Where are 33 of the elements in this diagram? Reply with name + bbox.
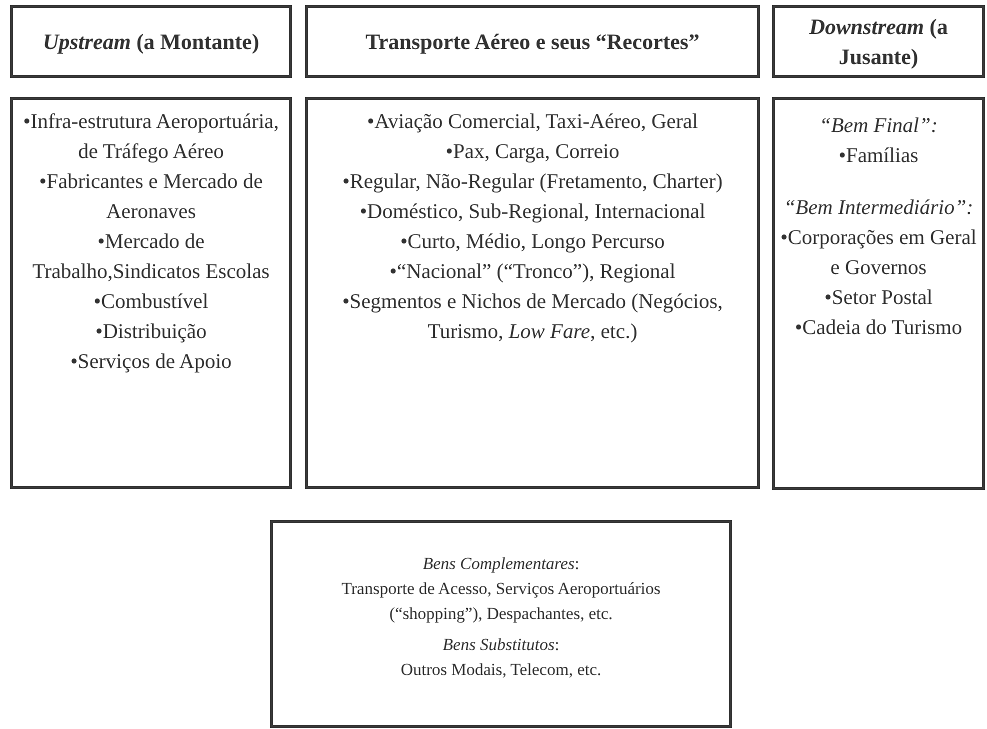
header-text: Downstream (a Jusante) bbox=[808, 12, 949, 71]
content-box bbox=[10, 97, 292, 489]
list-item: •Regular, Não-Regular (Fretamento, Charter) bbox=[342, 168, 723, 195]
list-item: •Segmentos e Nichos de Mercado (Negócios, Turismo, Low Fare, etc.) bbox=[341, 288, 724, 345]
list-item: Outros Modais, Telecom, etc. bbox=[400, 659, 602, 681]
header-box bbox=[305, 5, 760, 78]
content-box bbox=[772, 97, 985, 490]
list-item: •Serviços de Apoio bbox=[70, 348, 232, 375]
list-item: •Distribuição bbox=[95, 318, 207, 345]
list-item: Bens Complementares: bbox=[422, 553, 580, 575]
header-box bbox=[10, 5, 292, 78]
list-item: •Doméstico, Sub-Regional, Internacional bbox=[360, 198, 706, 225]
list-item: •Aviação Comercial, Taxi-Aéreo, Geral bbox=[366, 108, 698, 135]
list-item: Transporte de Acesso, Serviços Aeroportuários (“shopping”), Despachantes, etc. bbox=[340, 578, 662, 625]
list-item: •Setor Postal bbox=[824, 284, 933, 311]
list-item: •Fabricantes e Mercado de Aeronaves bbox=[38, 168, 264, 225]
list-item: •Infra-estrutura Aeroportuária, de Tráfego Aéreo bbox=[22, 108, 280, 165]
list-item: •Curto, Médio, Longo Percurso bbox=[400, 228, 665, 255]
list-item: •Cadeia do Turismo bbox=[794, 314, 962, 341]
header-text: Upstream (a Montante) bbox=[42, 28, 260, 56]
list-item: “Bem Final”: bbox=[819, 112, 938, 139]
list-item: Bens Substitutos: bbox=[442, 634, 560, 656]
content-box bbox=[305, 97, 760, 489]
content-box bbox=[270, 520, 732, 728]
list-item: “Bem Intermediário”: bbox=[784, 194, 974, 221]
list-item: •“Nacional” (“Tronco”), Regional bbox=[390, 258, 676, 285]
list-item: •Famílias bbox=[838, 142, 918, 169]
list-item: •Pax, Carga, Correio bbox=[446, 138, 620, 165]
header-box bbox=[772, 5, 985, 78]
list-item: •Corporações em Geral e Governos bbox=[779, 224, 978, 281]
list-item: •Mercado de Trabalho,Sindicatos Escolas bbox=[31, 228, 271, 285]
header-text: Transporte Aéreo e seus “Recortes” bbox=[366, 28, 700, 56]
list-item: •Combustível bbox=[94, 288, 208, 315]
